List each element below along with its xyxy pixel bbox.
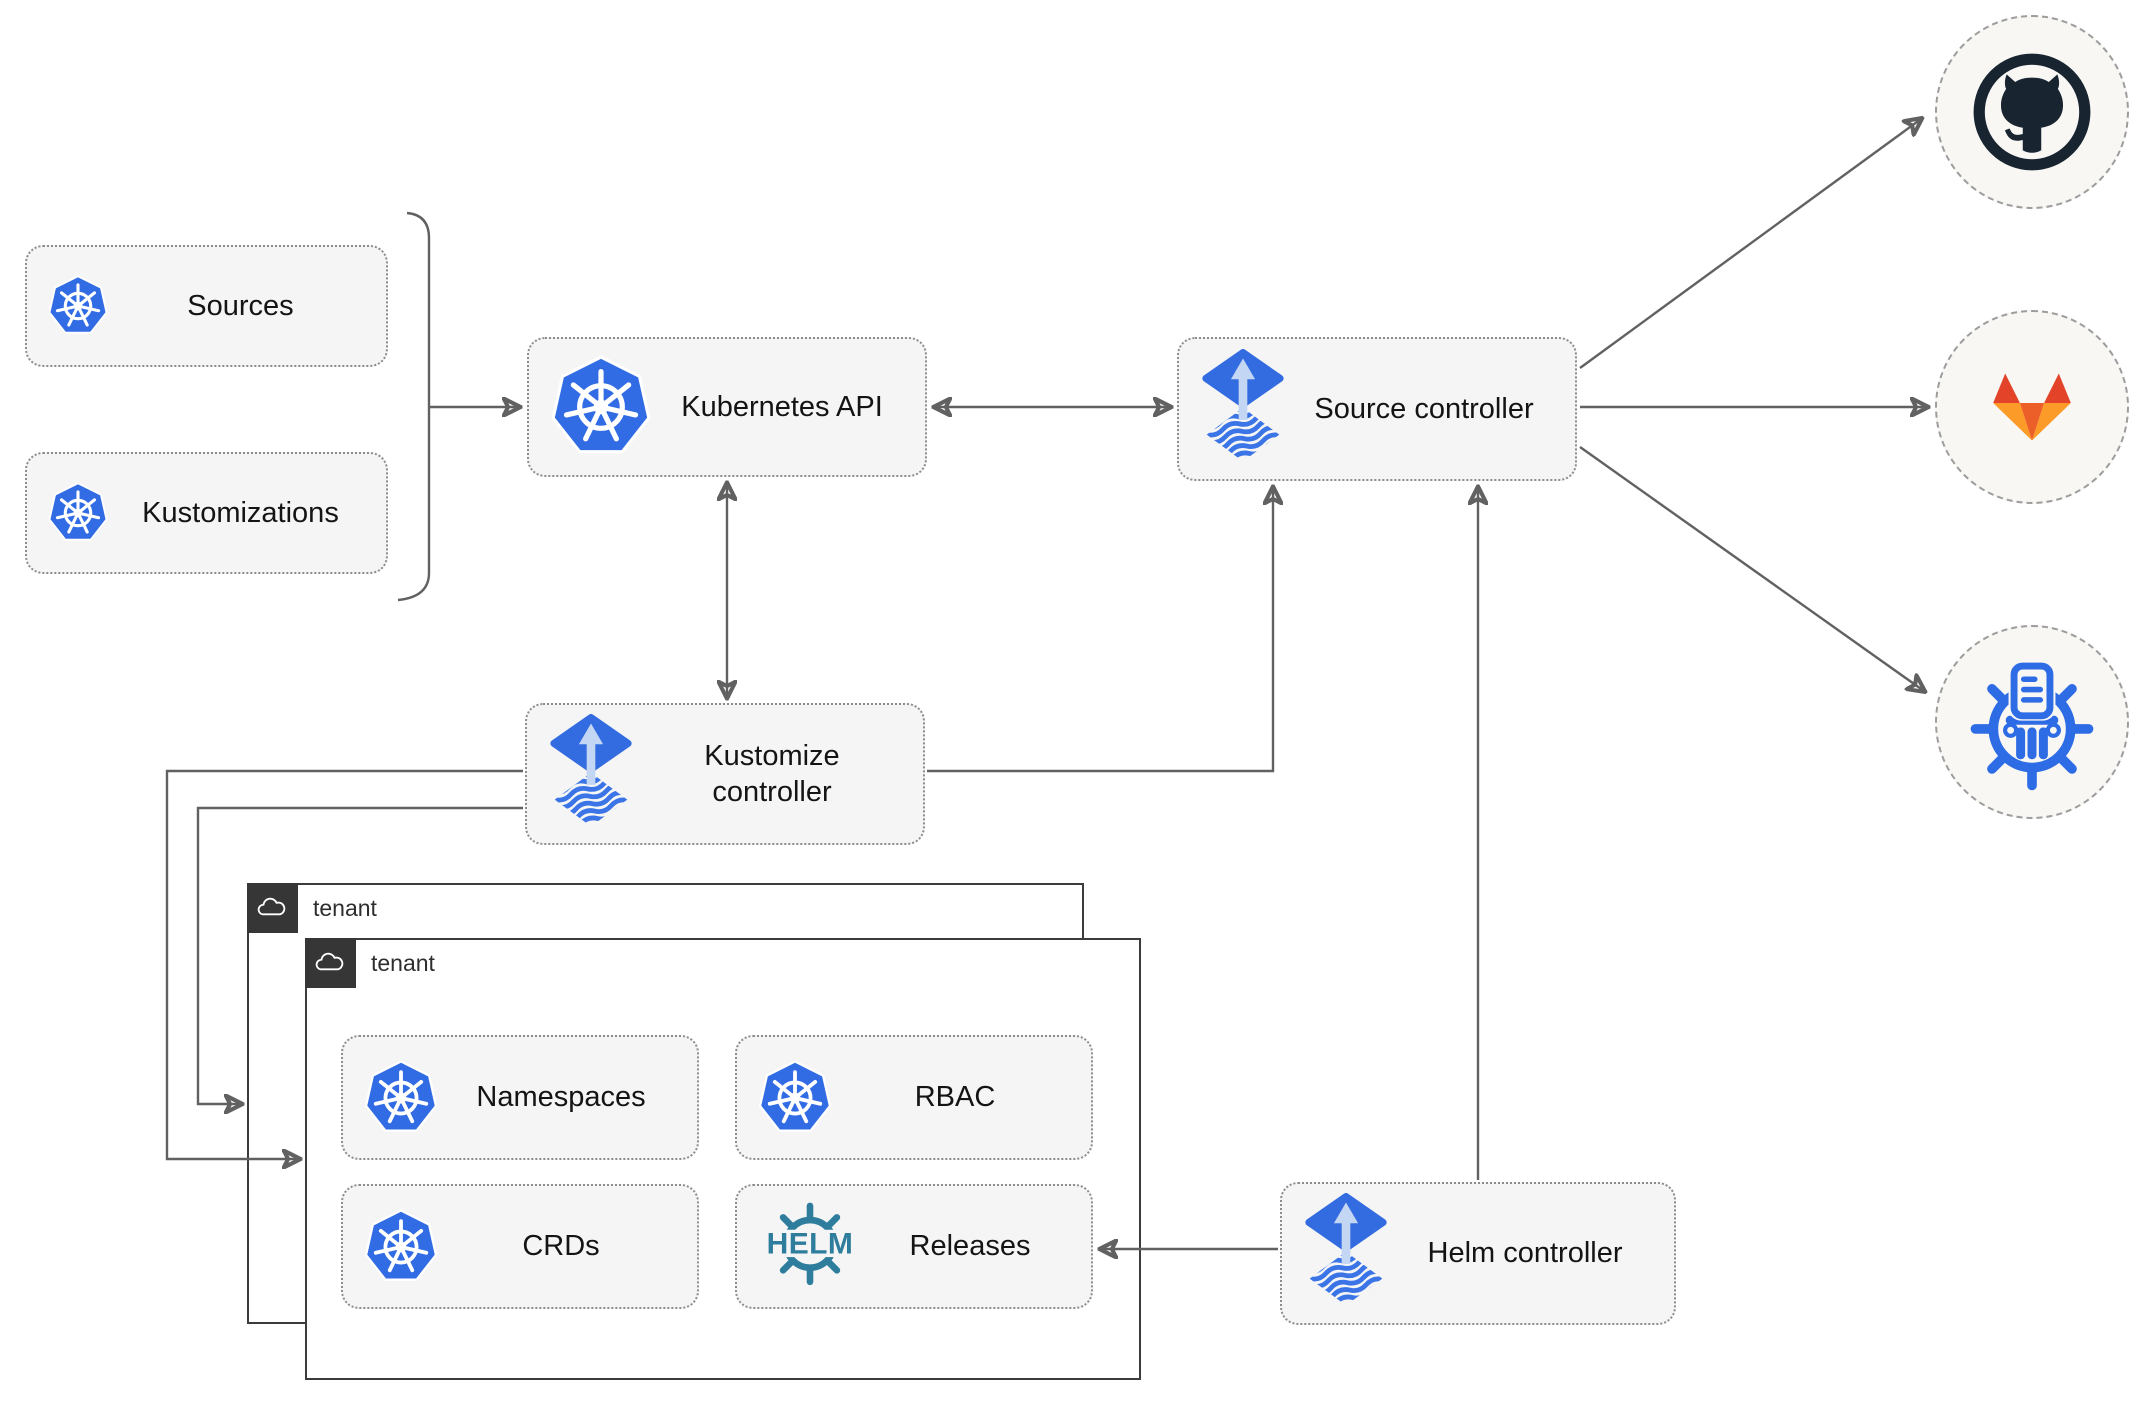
edge-bracket bbox=[397, 211, 431, 602]
tenant-front-label: tenant bbox=[371, 949, 435, 976]
kubernetes-icon bbox=[47, 275, 109, 337]
tenant-back-label: tenant bbox=[313, 894, 377, 921]
rbac-label: RBAC bbox=[914, 1081, 996, 1114]
tenant-front-badge bbox=[304, 937, 356, 988]
chartmuseum-icon bbox=[1970, 661, 2094, 791]
tenant-back-badge bbox=[246, 882, 298, 933]
kubernetes-icon bbox=[363, 1060, 439, 1136]
gitlab-icon bbox=[1993, 373, 2071, 441]
kubernetes-icon bbox=[757, 1060, 833, 1136]
releases-label: Releases bbox=[909, 1230, 1031, 1263]
flux-icon bbox=[1199, 349, 1287, 470]
kustomize-controller-node: Kustomize controller bbox=[525, 703, 925, 845]
gitlab-repository-node bbox=[1935, 310, 2129, 504]
cloud-icon bbox=[313, 951, 347, 974]
flux-icon bbox=[547, 714, 635, 835]
source-controller-label: Source controller bbox=[1314, 392, 1534, 425]
kustomize-controller-label: Kustomize controller bbox=[704, 739, 840, 808]
kustomizations-node: Kustomizations bbox=[25, 452, 388, 574]
releases-node: HELM Releases bbox=[735, 1184, 1093, 1309]
rbac-node: RBAC bbox=[735, 1035, 1093, 1160]
crds-node: CRDs bbox=[341, 1184, 699, 1309]
github-icon bbox=[1973, 53, 2091, 171]
cloud-icon bbox=[255, 896, 289, 919]
edge-kustomizectrl-sourcectrl bbox=[927, 488, 1273, 773]
namespaces-node: Namespaces bbox=[341, 1035, 699, 1160]
helm-icon: HELM bbox=[757, 1202, 863, 1286]
kubernetes-icon bbox=[549, 355, 653, 459]
kustomizations-label: Kustomizations bbox=[142, 496, 339, 529]
source-controller-node: Source controller bbox=[1177, 337, 1577, 481]
github-repository-node bbox=[1935, 15, 2129, 209]
sources-node: Sources bbox=[25, 245, 388, 367]
helm-controller-node: Helm controller bbox=[1280, 1182, 1676, 1325]
helm-wordmark: HELM bbox=[767, 1228, 854, 1261]
edge-sourcectrl-chartmuseum bbox=[1579, 446, 1924, 691]
kubernetes-api-label: Kubernetes API bbox=[681, 390, 883, 423]
edge-sourcectrl-github bbox=[1579, 119, 1921, 369]
helm-controller-label: Helm controller bbox=[1427, 1237, 1623, 1270]
sources-label: Sources bbox=[187, 289, 294, 322]
crds-label: CRDs bbox=[522, 1230, 600, 1263]
flux-icon bbox=[1302, 1193, 1390, 1314]
kubernetes-api-node: Kubernetes API bbox=[527, 337, 927, 477]
kubernetes-icon bbox=[47, 482, 109, 544]
namespaces-label: Namespaces bbox=[476, 1081, 646, 1114]
chartmuseum-repository-node bbox=[1935, 625, 2129, 819]
kubernetes-icon bbox=[363, 1209, 439, 1285]
